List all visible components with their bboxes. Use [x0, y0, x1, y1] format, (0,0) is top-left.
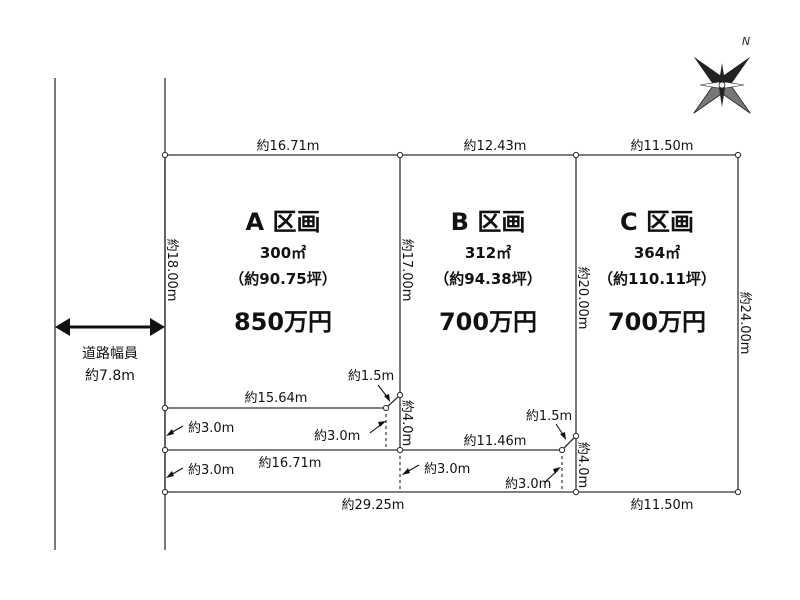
survey-points	[161, 151, 742, 496]
lot-a-price: 850万円	[234, 308, 332, 336]
leader-arrows	[166, 384, 566, 483]
dim-a-notch-depth: 約4.0m	[399, 400, 414, 446]
lot-c-area: 364㎡	[634, 244, 680, 262]
dim-right-c: 約24.00m	[737, 292, 752, 355]
road-width-label-1: 道路幅員	[82, 346, 138, 362]
dim-a-notch-width: 約3.0m	[314, 429, 360, 444]
lot-c-name: C 区画	[620, 208, 694, 236]
lot-c-tsubo: （約110.11坪）	[598, 270, 716, 288]
property-lines	[164, 154, 739, 493]
lot-b-label: B 区画 312㎡ （約94.38坪） 700万円	[434, 208, 541, 336]
dim-b-corner-cut: 約1.5m	[526, 409, 572, 424]
lot-a-area: 300㎡	[260, 244, 306, 262]
dim-b-strip: 約3.0m	[424, 462, 470, 477]
lot-c-label: C 区画 364㎡ （約110.11坪） 700万円	[598, 208, 716, 336]
road-width-label-2: 約7.8m	[85, 368, 135, 384]
lot-b-tsubo: （約94.38坪）	[434, 270, 541, 288]
lot-b-name: B 区画	[451, 208, 526, 236]
dim-bottom-c: 約11.50m	[631, 498, 694, 513]
lot-a-name: A 区画	[246, 208, 321, 236]
dim-b-notch-depth: 約4.0m	[575, 442, 590, 488]
lot-a-label: A 区画 300㎡ （約90.75坪） 850万円	[229, 208, 336, 336]
road-width-arrow	[55, 318, 165, 336]
lot-a-tsubo: （約90.75坪）	[229, 270, 336, 288]
dim-b-bottom-inner: 約11.46m	[464, 434, 527, 449]
dim-bottom-total: 約29.25m	[342, 498, 405, 513]
dim-a-bottom-inner: 約15.64m	[245, 391, 308, 406]
compass-rose-icon	[693, 56, 751, 114]
dim-mid-a: 約16.71m	[259, 456, 322, 471]
lot-c-price: 700万円	[608, 308, 706, 336]
dim-a-corner-cut: 約1.5m	[348, 369, 394, 384]
dim-b-notch-width: 約3.0m	[505, 477, 551, 492]
dim-top-a: 約16.71m	[257, 139, 320, 154]
dim-ab-divider: 約17.00m	[399, 239, 414, 302]
dim-left-a: 約18.00m	[164, 239, 179, 302]
dim-a-strip: 約3.0m	[188, 421, 234, 436]
dim-left-lower-strip: 約3.0m	[188, 463, 234, 478]
dim-top-b: 約12.43m	[464, 139, 527, 154]
dim-bc-divider: 約20.00m	[575, 267, 590, 330]
compass-north-label: N	[742, 35, 750, 48]
lot-b-area: 312㎡	[465, 244, 511, 262]
lot-b-price: 700万円	[439, 308, 537, 336]
dim-top-c: 約11.50m	[631, 139, 694, 154]
